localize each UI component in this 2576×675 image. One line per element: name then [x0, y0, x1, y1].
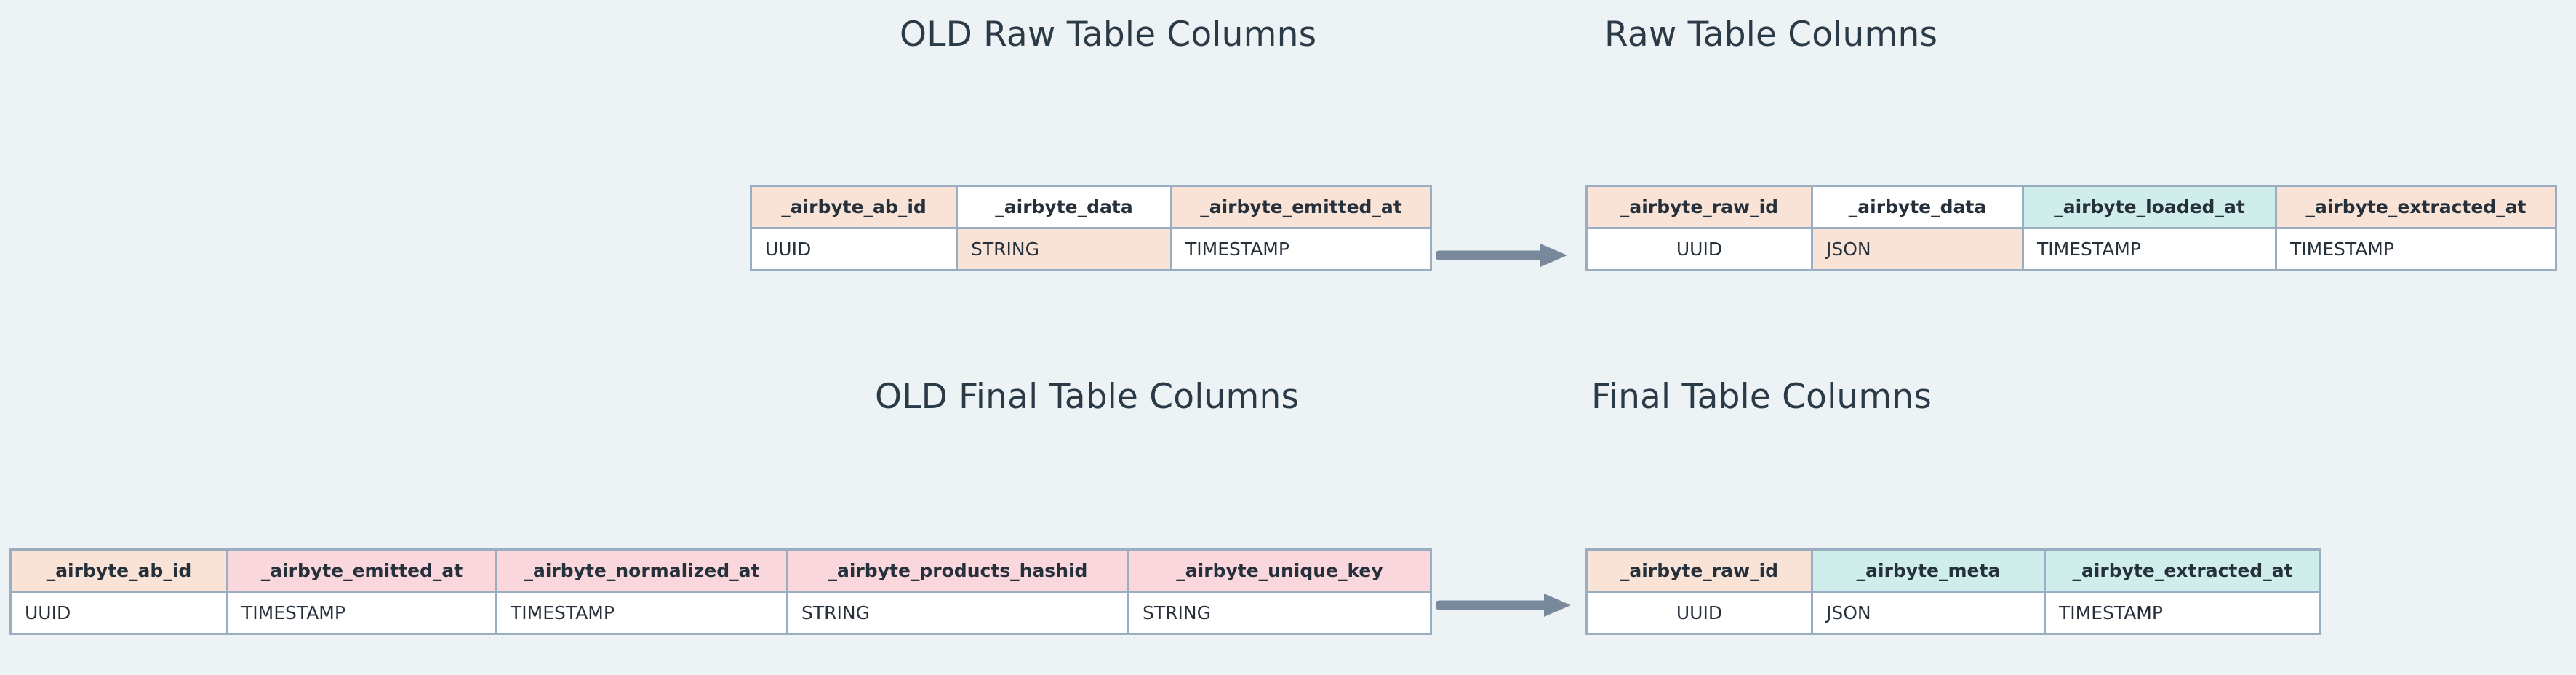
- title-final-table-columns: Final Table Columns: [1591, 377, 1932, 417]
- column-type-airbyte-meta: JSON: [1811, 591, 2046, 635]
- column-header-airbyte-data: _airbyte_data: [956, 185, 1172, 229]
- column-type-airbyte-unique-key: STRING: [1127, 591, 1432, 635]
- column-type-airbyte-ab-id: UUID: [9, 591, 228, 635]
- column-type-airbyte-emitted-at: TIMESTAMP: [226, 591, 497, 635]
- column-header-airbyte-ab-id: _airbyte_ab_id: [750, 185, 958, 229]
- column-header-airbyte-extracted-at: _airbyte_extracted_at: [2044, 548, 2321, 593]
- table-type-row: UUID STRING TIMESTAMP: [750, 227, 1432, 271]
- table-old-raw-table-columns: _airbyte_ab_id _airbyte_data _airbyte_em…: [750, 185, 1432, 271]
- table-type-row: UUID JSON TIMESTAMP TIMESTAMP: [1585, 227, 2557, 271]
- final-migration-arrow: [1436, 591, 1575, 620]
- column-header-airbyte-emitted-at: _airbyte_emitted_at: [226, 548, 497, 593]
- table-type-row: UUID TIMESTAMP TIMESTAMP STRING STRING: [9, 591, 1432, 635]
- column-header-airbyte-data: _airbyte_data: [1811, 185, 2024, 229]
- table-header-row: _airbyte_ab_id _airbyte_emitted_at _airb…: [9, 548, 1432, 593]
- column-type-airbyte-extracted-at: TIMESTAMP: [2275, 227, 2557, 271]
- raw-migration-arrow: [1436, 241, 1571, 270]
- table-final-table-columns: _airbyte_raw_id _airbyte_meta _airbyte_e…: [1585, 548, 2321, 635]
- table-header-row: _airbyte_ab_id _airbyte_data _airbyte_em…: [750, 185, 1432, 229]
- column-header-airbyte-products-hashid: _airbyte_products_hashid: [786, 548, 1129, 593]
- table-header-row: _airbyte_raw_id _airbyte_meta _airbyte_e…: [1585, 548, 2321, 593]
- title-raw-table-columns: Raw Table Columns: [1604, 15, 1938, 55]
- column-type-airbyte-products-hashid: STRING: [786, 591, 1129, 635]
- column-header-airbyte-normalized-at: _airbyte_normalized_at: [495, 548, 788, 593]
- column-type-airbyte-normalized-at: TIMESTAMP: [495, 591, 788, 635]
- column-type-airbyte-emitted-at: TIMESTAMP: [1170, 227, 1432, 271]
- column-header-airbyte-raw-id: _airbyte_raw_id: [1585, 548, 1813, 593]
- column-type-airbyte-raw-id: UUID: [1585, 591, 1813, 635]
- column-header-airbyte-loaded-at: _airbyte_loaded_at: [2022, 185, 2277, 229]
- table-type-row: UUID JSON TIMESTAMP: [1585, 591, 2321, 635]
- table-old-final-table-columns: _airbyte_ab_id _airbyte_emitted_at _airb…: [9, 548, 1432, 635]
- table-raw-table-columns: _airbyte_raw_id _airbyte_data _airbyte_l…: [1585, 185, 2557, 271]
- title-old-raw-table-columns: OLD Raw Table Columns: [900, 15, 1317, 55]
- column-header-airbyte-ab-id: _airbyte_ab_id: [9, 548, 228, 593]
- column-header-airbyte-emitted-at: _airbyte_emitted_at: [1170, 185, 1432, 229]
- column-type-airbyte-extracted-at: TIMESTAMP: [2044, 591, 2321, 635]
- table-header-row: _airbyte_raw_id _airbyte_data _airbyte_l…: [1585, 185, 2557, 229]
- column-header-airbyte-extracted-at: _airbyte_extracted_at: [2275, 185, 2557, 229]
- column-header-airbyte-raw-id: _airbyte_raw_id: [1585, 185, 1813, 229]
- column-type-airbyte-data: JSON: [1811, 227, 2024, 271]
- title-old-final-table-columns: OLD Final Table Columns: [875, 377, 1300, 417]
- column-header-airbyte-unique-key: _airbyte_unique_key: [1127, 548, 1432, 593]
- column-type-airbyte-raw-id: UUID: [1585, 227, 1813, 271]
- column-header-airbyte-meta: _airbyte_meta: [1811, 548, 2046, 593]
- column-type-airbyte-data: STRING: [956, 227, 1172, 271]
- column-type-airbyte-loaded-at: TIMESTAMP: [2022, 227, 2277, 271]
- column-type-airbyte-ab-id: UUID: [750, 227, 958, 271]
